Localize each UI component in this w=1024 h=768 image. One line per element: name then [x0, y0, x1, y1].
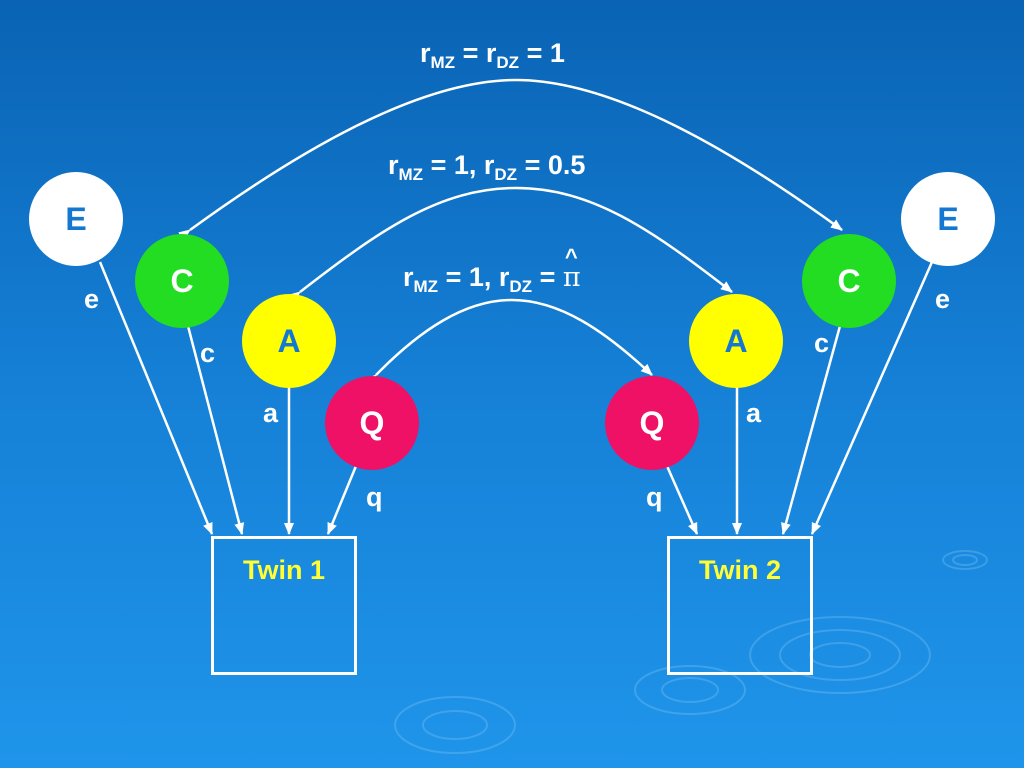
path-line-c-right — [781, 325, 842, 535]
factor-a-right: A — [689, 294, 783, 388]
arc-a-correlation — [288, 186, 733, 303]
factor-a-left: A — [242, 294, 336, 388]
arc-q-correlation — [364, 298, 653, 387]
path-label-a-right: a — [746, 398, 762, 428]
path-label-q-right: q — [646, 482, 663, 512]
arc-c-correlation — [178, 78, 843, 241]
path-line-c-left — [186, 325, 245, 535]
relation-label-inner: rMZ = 1, rDZ = ^π — [403, 244, 581, 296]
twin-1-box: Twin 1 — [211, 536, 357, 675]
relation-label-middle: rMZ = 1, rDZ = 0.5 — [388, 150, 586, 184]
pi-hat-symbol: ^π — [562, 244, 581, 293]
relation-label-outer: rMZ = rDZ = 1 — [420, 38, 565, 72]
factor-q-right: Q — [605, 376, 699, 470]
twin-2-label: Twin 2 — [698, 555, 781, 585]
path-line-e-left — [98, 261, 214, 535]
path-label-e-right: e — [935, 284, 951, 314]
path-label-a-left: a — [263, 398, 279, 428]
path-line-q-right — [665, 465, 699, 535]
path-line-q-left — [326, 465, 358, 535]
twin-1-label: Twin 1 — [242, 555, 325, 585]
factor-q-left: Q — [325, 376, 419, 470]
path-label-q-left: q — [366, 482, 383, 512]
path-line-e-right — [810, 261, 934, 535]
factor-c-left: C — [135, 234, 229, 328]
path-label-c-right: c — [814, 328, 830, 358]
path-label-e-left: e — [84, 284, 100, 314]
twin-2-box: Twin 2 — [667, 536, 813, 675]
factor-c-right: C — [802, 234, 896, 328]
path-label-c-left: c — [200, 338, 216, 368]
factor-e-left: E — [29, 172, 123, 266]
factor-e-right: E — [901, 172, 995, 266]
